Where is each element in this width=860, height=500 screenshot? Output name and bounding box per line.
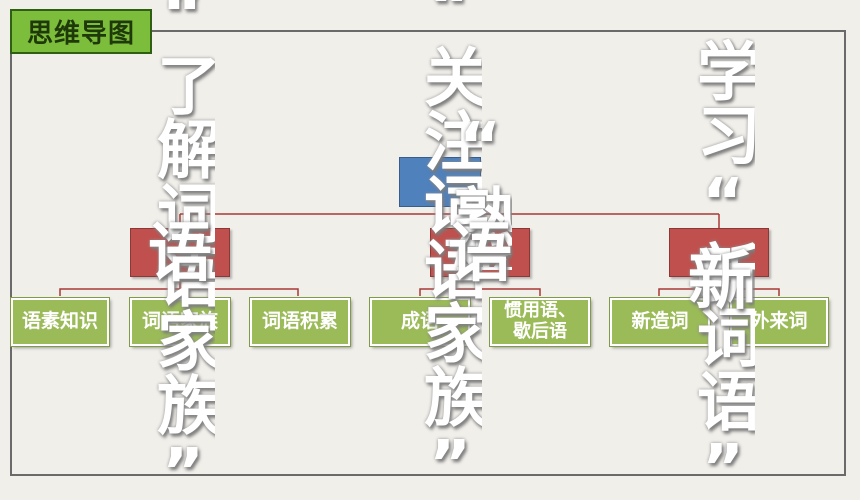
connector-right-branch (658, 277, 780, 296)
watermark-middle-b: “熟悉” (443, 110, 512, 270)
category-node-right (669, 228, 769, 277)
watermark-category-left: 语 (148, 217, 212, 291)
root-node (399, 157, 481, 207)
leaf-node-chengyu: 成语 (369, 297, 471, 347)
connector-middle-branch (419, 277, 541, 296)
leaf-node-guanyongyu-xiehouyu: 惯用语、 歇后语 (489, 297, 591, 347)
slide-frame (10, 30, 846, 476)
category-node-left (130, 228, 230, 277)
leaf-node-yusu-zhishi: 语素知识 (10, 297, 110, 347)
watermark-middle-a: “关注词语家族” (413, 0, 482, 500)
connector-left-branch (59, 277, 299, 296)
watermark-left: “了解词语家族” (146, 0, 215, 498)
leaf-node-ciyu-jilei: 词语积累 (249, 297, 351, 347)
mindmap-connectors (59, 207, 780, 296)
connector-root-to-categories (179, 207, 720, 228)
category-node-middle (430, 228, 530, 277)
watermark-category-right: 新 (688, 245, 752, 319)
page-title: 思维导图 (10, 9, 152, 54)
leaf-node-ciyu-jiazu: 词语家族 (129, 297, 231, 347)
watermark-category-middle: 语 (448, 217, 512, 291)
leaf-node-xinzaoci: 新造词 (609, 297, 711, 347)
leaf-node-wailaici: 外来词 (729, 297, 829, 347)
watermark-right: 学习“新词语” (686, 38, 755, 478)
